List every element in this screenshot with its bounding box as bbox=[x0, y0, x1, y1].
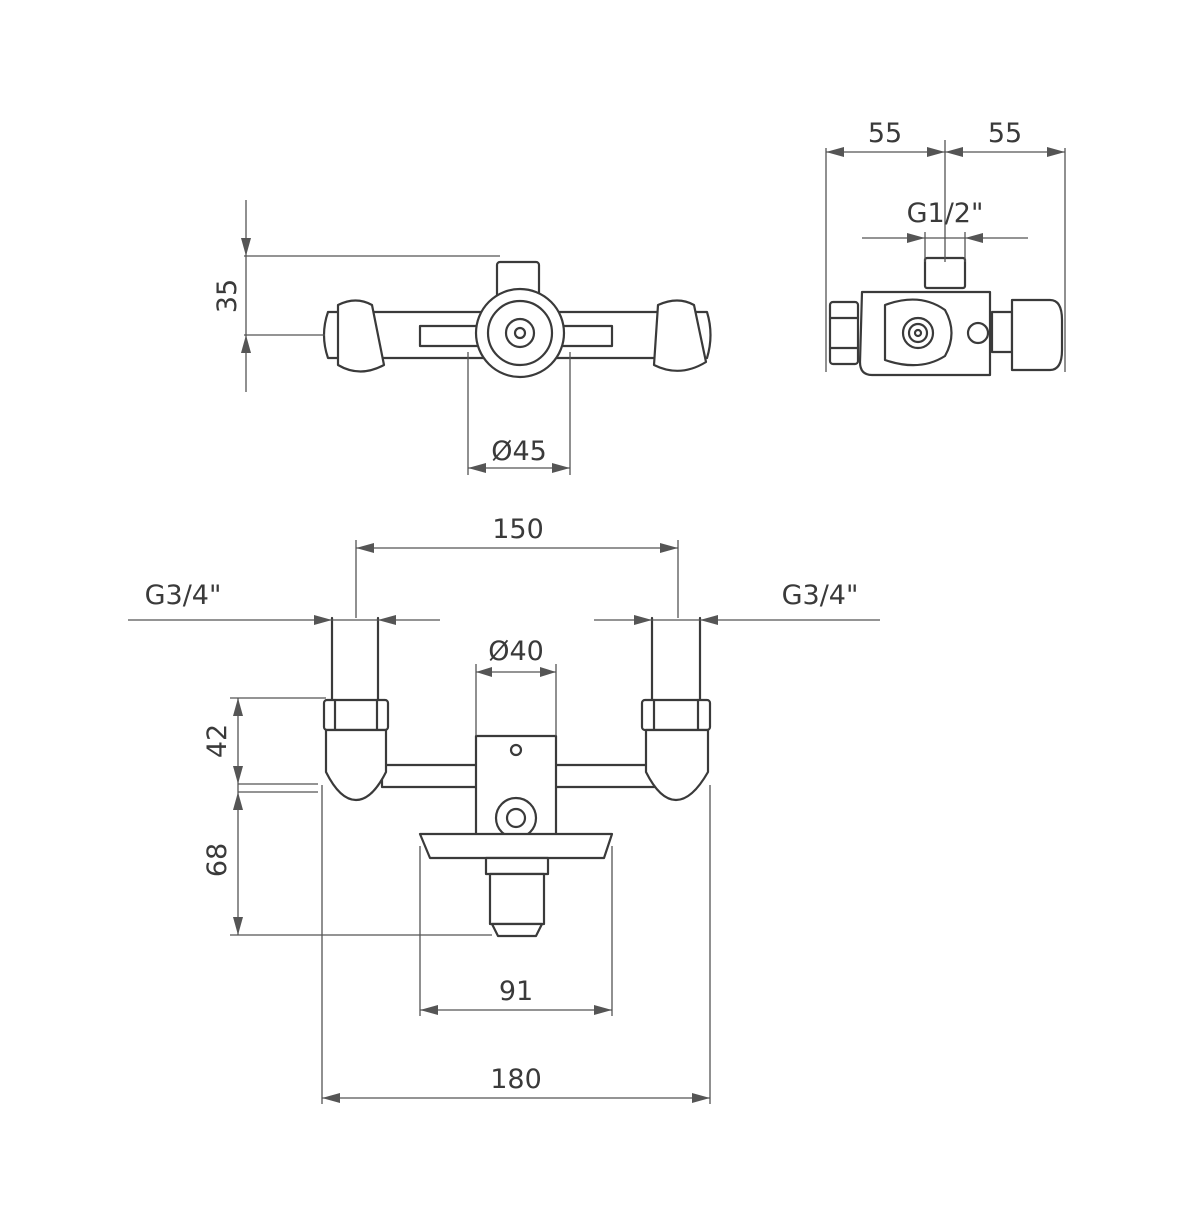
dimension-180-label: 180 bbox=[490, 1064, 542, 1095]
dimension-35: 35 bbox=[212, 200, 500, 392]
dimension-68: 68 bbox=[202, 792, 492, 936]
dimension-diameter-45-label: Ø45 bbox=[491, 436, 547, 467]
dimension-68-label: 68 bbox=[202, 843, 233, 877]
front-view-body bbox=[322, 616, 712, 938]
dimension-g1-2-label: G1/2" bbox=[907, 198, 984, 229]
dimension-91: 91 bbox=[419, 846, 613, 1016]
dimension-55-right-label: 55 bbox=[988, 118, 1022, 149]
dimension-42-label: 42 bbox=[202, 724, 233, 758]
dimension-180: 180 bbox=[321, 785, 711, 1104]
top-view: 35 Ø45 bbox=[212, 200, 712, 475]
dimension-g3-4-right-label: G3/4" bbox=[782, 580, 859, 611]
dimension-diameter-40-label: Ø40 bbox=[488, 636, 544, 667]
dimension-g3-4-left: G3/4" bbox=[128, 580, 440, 625]
dimension-35-label: 35 bbox=[212, 279, 243, 313]
top-view-body bbox=[322, 260, 712, 379]
dimension-g1-2: G1/2" bbox=[862, 198, 1028, 262]
dimension-g3-4-left-label: G3/4" bbox=[145, 580, 222, 611]
dimension-55-55: 55 55 bbox=[825, 118, 1066, 372]
front-view: 150 G3/4" G3/4" Ø40 bbox=[128, 514, 880, 1104]
dimension-42: 42 bbox=[202, 697, 326, 935]
side-view: 55 55 G1/2" bbox=[825, 118, 1066, 377]
dimension-diameter-40: Ø40 bbox=[475, 636, 557, 736]
dimension-91-label: 91 bbox=[499, 976, 533, 1007]
dimension-55-left-label: 55 bbox=[868, 118, 902, 149]
side-view-body bbox=[828, 256, 1064, 377]
dimension-diameter-45: Ø45 bbox=[467, 352, 571, 475]
dimension-150: 150 bbox=[355, 514, 679, 618]
dimension-150-label: 150 bbox=[492, 514, 544, 545]
dimension-g3-4-right: G3/4" bbox=[594, 580, 880, 625]
